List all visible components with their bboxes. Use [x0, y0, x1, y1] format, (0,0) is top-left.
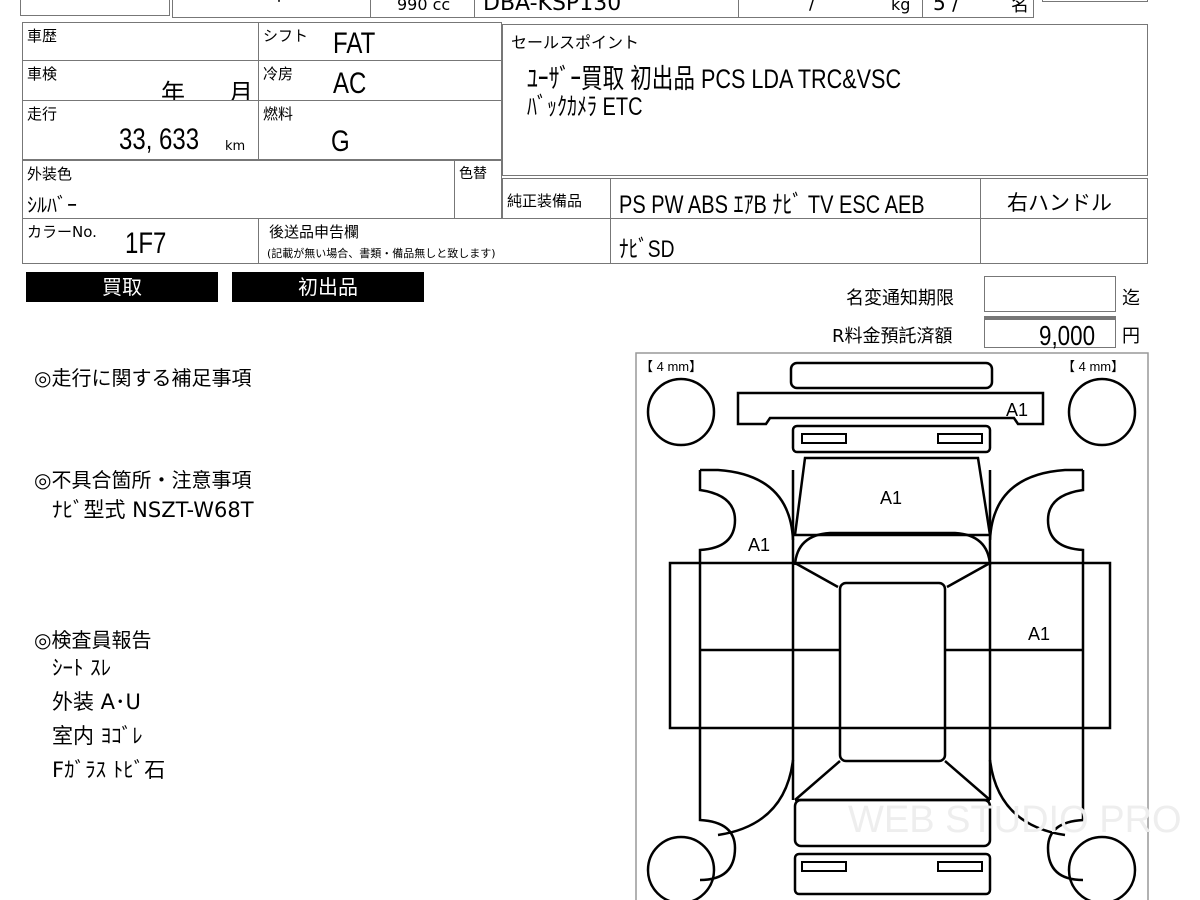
- exterior-color-cell: 外装色 ｼﾙﾊﾞｰ: [22, 160, 456, 220]
- diagram-frame: [635, 352, 1149, 900]
- exterior-color-label: 外装色: [27, 165, 73, 183]
- top-cell-capacity: 5 / 名: [922, 0, 1034, 18]
- model-code: DBA-KSP130: [483, 0, 622, 16]
- running-notes-title: ◎走行に関する補足事項: [34, 366, 252, 390]
- sales-points-line2: ﾊﾞｯｸｶﾒﾗ ETC: [527, 93, 643, 121]
- handle-value: 右ハンドル: [1007, 191, 1112, 215]
- weight-unit: kg: [891, 0, 911, 14]
- taillight-right: [937, 861, 983, 872]
- displacement: 990 cc: [397, 0, 451, 14]
- front-bumper: [736, 391, 1045, 426]
- grille: [791, 424, 992, 454]
- damage-mark-left-fender: A1: [748, 535, 770, 555]
- tread-right: 【 4 mm】: [1062, 359, 1124, 374]
- top-cell-weight: / kg: [738, 0, 924, 18]
- windshield: [793, 531, 992, 566]
- weight-sep: /: [809, 0, 816, 14]
- inspector-line: 室内 ﾖｺﾞﾚ: [52, 724, 143, 748]
- roof: [838, 581, 947, 763]
- badge-first-listing: 初出品: [232, 272, 424, 302]
- left-fender: [698, 468, 795, 882]
- top-cell-model: DBA-KSP130: [474, 0, 740, 18]
- shift-cell: シフト FAT: [258, 22, 502, 62]
- pillars: [791, 470, 992, 800]
- fuel-label: 燃料: [263, 105, 294, 123]
- later-items-value: ﾅﾋﾞSD: [619, 236, 675, 263]
- tread-left: 【 4 mm】: [640, 359, 702, 374]
- inspector-line: 外装 A･U: [52, 690, 141, 714]
- headlight-left: [801, 433, 847, 444]
- blank-cell: [980, 218, 1148, 264]
- repaint-cell: 色替: [454, 160, 502, 220]
- top-cell-blank: [20, 0, 170, 16]
- wheel-front-left: [646, 377, 716, 447]
- sales-points-label: セールスポイント: [511, 33, 640, 52]
- badge-buyout: 買取: [26, 272, 218, 302]
- side-panels: [668, 561, 1112, 730]
- recycle-suffix: 円: [1122, 326, 1140, 347]
- aircon-label: 冷房: [263, 65, 294, 83]
- later-items-note: (記載が無い場合、書類・備品無しと致します): [267, 247, 496, 260]
- damage-mark-right-door: A1: [1028, 624, 1050, 644]
- fuel-value: G: [331, 125, 350, 158]
- mileage-unit: km: [225, 139, 246, 154]
- later-items-label: 後送品申告欄: [269, 223, 360, 241]
- name-change-label: 名変通知期限: [846, 288, 954, 309]
- recycle-value: 9,000: [1039, 320, 1096, 351]
- equipment-cell: PS PW ABS ｴｱB ﾅﾋﾞ TV ESC AEB: [610, 178, 982, 220]
- aircon-cell: 冷房 AC: [258, 60, 502, 102]
- right-fender: [988, 468, 1085, 882]
- equipment-label: 純正装備品: [507, 192, 583, 210]
- c-pillars: [794, 760, 991, 801]
- name-change-field: [984, 276, 1116, 312]
- color-no-value: 1F7: [125, 227, 167, 260]
- damage-mark-hood: A1: [880, 488, 902, 508]
- color-no-cell: カラーNo. 1F7: [22, 218, 260, 264]
- trunk: [793, 798, 992, 848]
- repaint-label: 色替: [459, 166, 487, 182]
- wheel-rear-left: [646, 835, 716, 900]
- rear-bumper: [793, 852, 992, 896]
- top-cell-displacement: 990 cc: [370, 0, 476, 18]
- fuel-cell: 燃料 G: [258, 100, 502, 160]
- history-label: 車歴: [27, 27, 58, 45]
- color-no-label: カラーNo.: [27, 223, 97, 241]
- watermark: WEB STUDIO PRO: [848, 799, 1182, 841]
- equipment-value: PS PW ABS ｴｱB ﾅﾋﾞ TV ESC AEB: [619, 191, 925, 219]
- damage-mark-bumper: A1: [1006, 400, 1028, 420]
- recycle-field: 9,000: [984, 316, 1116, 351]
- sales-points-line1: ﾕｰｻﾞｰ買取 初出品 PCS LDA TRC&VSC: [527, 64, 902, 94]
- taillight-left: [801, 861, 847, 872]
- handle-cell: 右ハンドル: [980, 178, 1148, 220]
- mileage-cell: 走行 33, 633 km: [22, 100, 260, 160]
- shift-value: FAT: [333, 27, 376, 60]
- inspector-title: ◎検査員報告: [34, 628, 152, 652]
- sales-points-box: セールスポイント ﾕｰｻﾞｰ買取 初出品 PCS LDA TRC&VSC ﾊﾞｯ…: [502, 24, 1148, 176]
- front-bumper-top: [789, 361, 994, 390]
- aircon-value: AC: [333, 67, 367, 100]
- top-cell-extra: [1042, 0, 1148, 2]
- inspector-line: Fｶﾞﾗｽ ﾄﾋﾞ石: [52, 758, 166, 782]
- headlight-right: [937, 433, 983, 444]
- a-pillars: [794, 561, 991, 589]
- inspector-line: ｼｰﾄ ｽﾚ: [52, 656, 112, 680]
- capacity-unit: 名: [1011, 0, 1029, 16]
- mileage-value: 33, 633: [119, 123, 200, 156]
- name-change-suffix: 迄: [1122, 288, 1140, 309]
- year-unit: 年: [268, 0, 288, 6]
- wheel-front-right: [1067, 377, 1137, 447]
- shift-label: シフト: [263, 27, 309, 45]
- wheel-rear-right: [1067, 835, 1137, 900]
- capacity: 5 /: [933, 0, 959, 15]
- mileage-label: 走行: [27, 105, 58, 123]
- defects-line: ﾅﾋﾞ型式 NSZT-W68T: [52, 498, 254, 522]
- exterior-color-value: ｼﾙﾊﾞｰ: [27, 193, 77, 217]
- defects-title: ◎不具合箇所・注意事項: [34, 468, 252, 492]
- inspection-label: 車検: [27, 65, 58, 83]
- equipment-label-cell: 純正装備品: [502, 178, 612, 220]
- recycle-label: R料金預託済額: [832, 326, 953, 347]
